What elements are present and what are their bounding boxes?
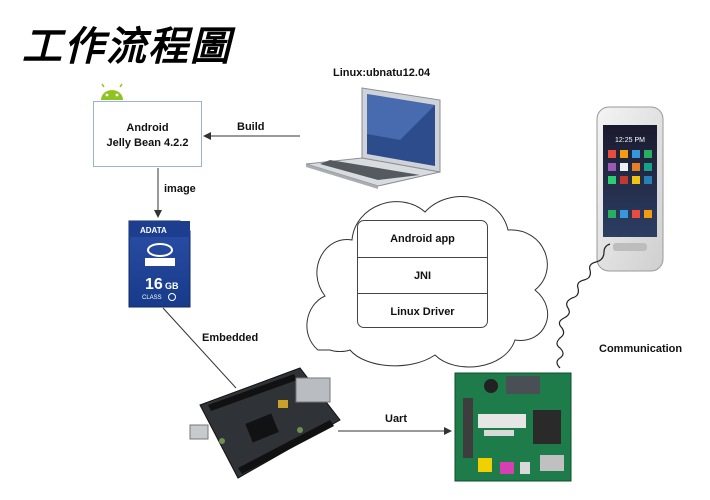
sd-card-capacity: 16	[145, 276, 163, 293]
dev-board-icon	[454, 372, 572, 482]
stack-layer-jni: JNI	[358, 257, 487, 294]
image-label: image	[164, 183, 196, 195]
linux-host-label: Linux:ubnatu12.04	[333, 67, 431, 79]
embedded-label: Embedded	[202, 332, 259, 344]
android-node-label: Android Jelly Bean 4.2.2	[93, 121, 202, 151]
communication-label: Communication	[599, 343, 683, 355]
sd-card-icon: ADATA 16 GB CLASS	[128, 220, 191, 308]
build-label: Build	[237, 121, 265, 133]
page-title: 工作流程圖	[22, 24, 232, 70]
sd-card-unit: GB	[165, 281, 179, 291]
embedded-board-icon	[189, 367, 341, 479]
uart-label: Uart	[385, 413, 408, 425]
phone-icon: 12:25 PM	[596, 106, 664, 272]
phone-time: 12:25 PM	[615, 137, 645, 144]
sd-card-class: CLASS	[142, 295, 162, 301]
embedded-line	[162, 307, 237, 389]
stack-layer-android-app: Android app	[390, 233, 455, 245]
android-node-box	[93, 101, 202, 167]
sd-card-brand: ADATA	[140, 226, 167, 235]
laptop-icon	[305, 87, 441, 189]
android-label-line1: Android	[126, 122, 169, 134]
stack-layer-linux-driver: Linux Driver	[358, 293, 487, 330]
software-stack: Android app JNI Linux Driver	[357, 220, 488, 328]
android-label-line2: Jelly Bean 4.2.2	[106, 137, 189, 149]
communication-wave	[556, 243, 611, 369]
